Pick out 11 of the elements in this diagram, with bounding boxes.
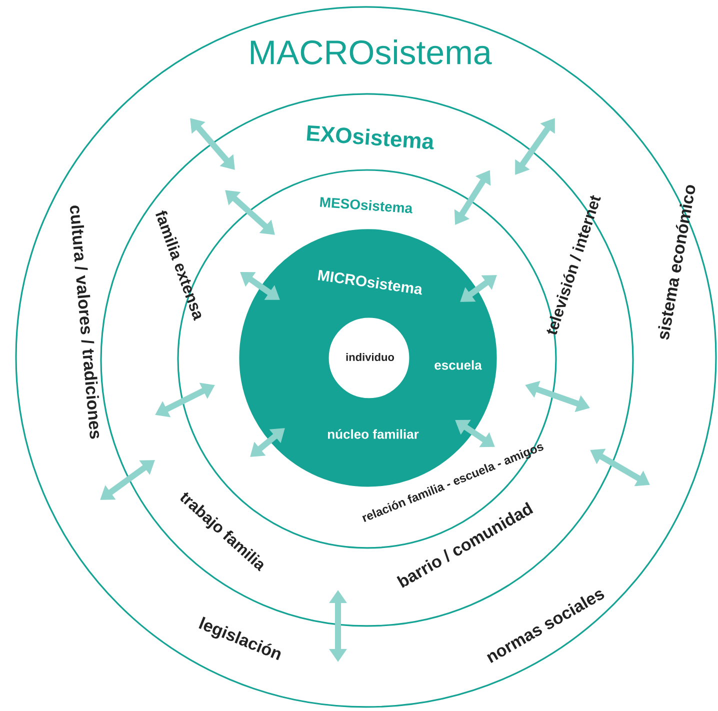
inner-circle [327,316,411,400]
ring-label: cultura / valores / tradiciones [70,206,100,439]
circle-label: individuo [346,352,394,362]
ring-title: EXOsistema [306,125,434,150]
ring-title: MACROsistema [250,40,492,64]
ring-label: familia extensa [156,210,202,321]
ring-title: MICROsistema [318,270,422,295]
ring-title: MESOsistema [320,197,412,214]
ring-label: escuela [434,360,482,370]
ring-label: núcleo familiar [328,429,419,439]
ring-label: sistema económico [658,185,696,340]
